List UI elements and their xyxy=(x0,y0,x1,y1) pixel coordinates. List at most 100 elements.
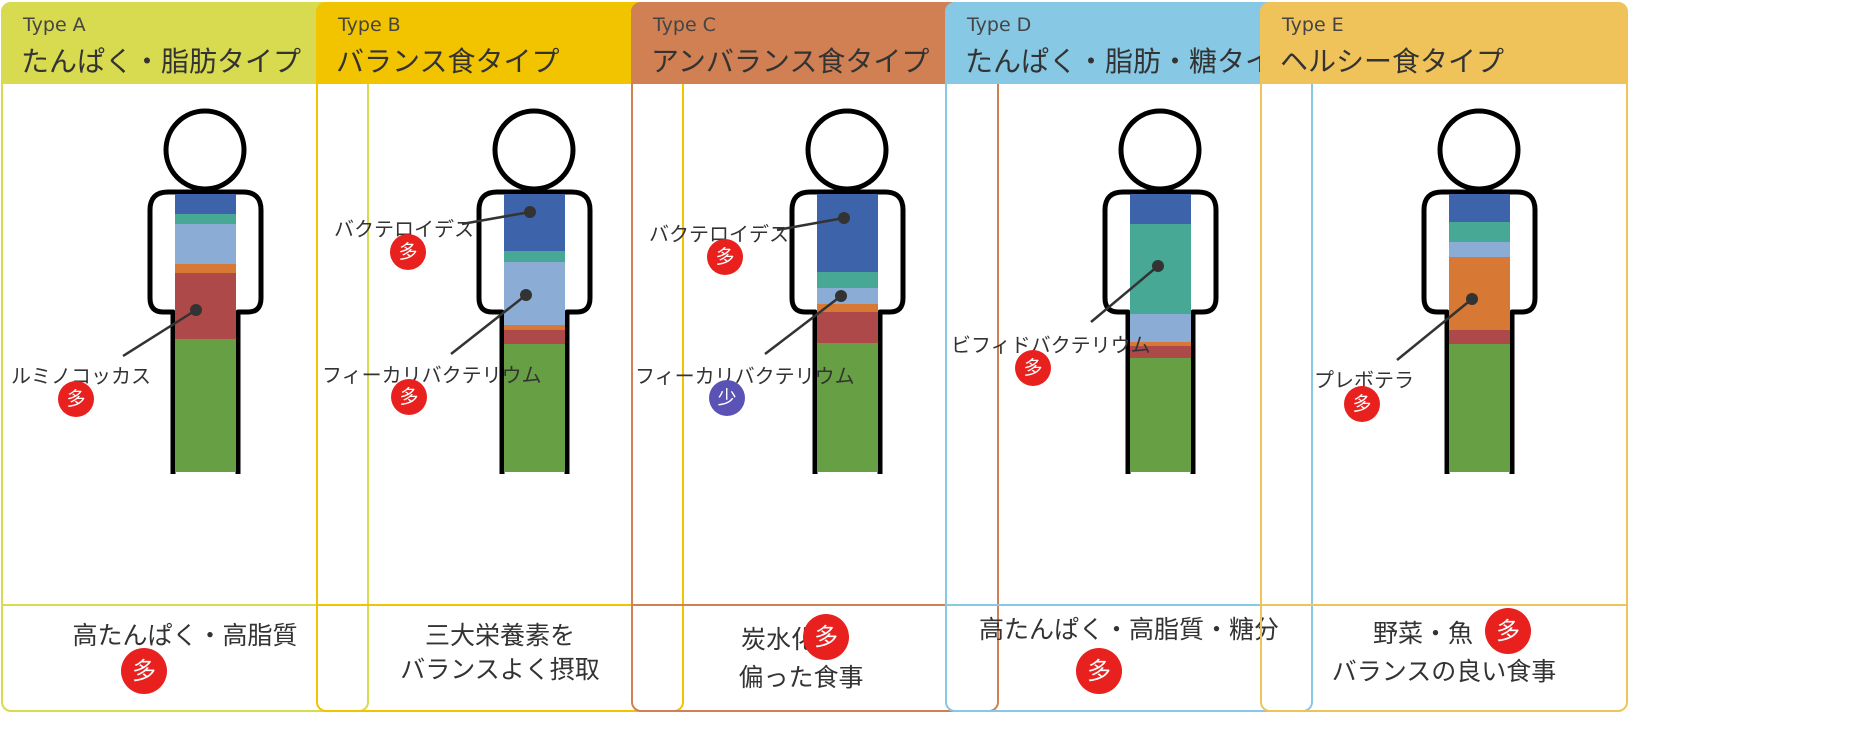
segment-blue xyxy=(1130,194,1191,224)
pointer-dot-2 xyxy=(520,289,532,301)
type-e-summary: 野菜・魚 多 バランスの良い食事 xyxy=(1260,606,1628,710)
type-d-label: Type D xyxy=(967,14,1032,36)
type-b-bacteria-badge-2: 多 xyxy=(391,379,427,415)
type-a-bacteria-badge: 多 xyxy=(58,381,94,417)
pointer-line xyxy=(1090,265,1159,323)
pointer-line xyxy=(122,308,197,358)
segment-red xyxy=(175,273,236,339)
type-c-bacteria-badge-2: 少 xyxy=(709,380,745,416)
type-e-card: Type E ヘルシー食タイプ プレボテラ 多 野菜・魚 多 バランスの良い食事 xyxy=(1260,2,1628,712)
type-b-divider xyxy=(316,604,684,606)
type-a-title: たんぱく・脂肪タイプ xyxy=(21,45,302,78)
type-b-bacteria-badge-1: 多 xyxy=(390,234,426,270)
segment-green xyxy=(1449,344,1510,472)
type-c-bacteria-badge-1: 多 xyxy=(707,239,743,275)
pointer-dot xyxy=(190,304,202,316)
pointer-line-1 xyxy=(776,216,845,232)
type-d-bacteria-label: ビフィドバクテリウム xyxy=(951,333,1151,357)
segment-red xyxy=(1130,346,1191,358)
segment-green xyxy=(1130,358,1191,472)
segment-lightblue xyxy=(817,288,878,304)
head xyxy=(1437,108,1521,192)
type-b-frame xyxy=(316,2,684,712)
type-e-frame xyxy=(1260,2,1628,712)
type-a-header xyxy=(1,2,369,84)
type-c-summary-line2: 偏った食事 xyxy=(738,663,864,692)
type-d-bacteria-badge: 多 xyxy=(1015,350,1051,386)
segment-red xyxy=(1449,330,1510,344)
segment-blue xyxy=(504,194,565,251)
type-d-summary: 高たんぱく・高脂質・糖分 多 xyxy=(945,606,1313,710)
pointer-dot-1 xyxy=(838,212,850,224)
pointer-dot xyxy=(1466,293,1478,305)
segment-orange xyxy=(1130,342,1191,346)
pointer-line xyxy=(1396,298,1473,361)
type-c-summary-line1: 炭水化物 xyxy=(740,625,841,654)
type-d-summary-badge: 多 xyxy=(1076,648,1122,694)
type-b-header xyxy=(316,2,684,84)
type-b-title: バランス食タイプ xyxy=(336,45,560,78)
type-c-frame xyxy=(631,2,999,712)
segment-teal xyxy=(817,272,878,288)
type-c-summary-badge: 多 xyxy=(803,614,849,660)
type-b-label: Type B xyxy=(338,14,401,36)
segment-teal xyxy=(175,214,236,224)
type-b-summary: 三大栄養素を バランスよく摂取 xyxy=(316,606,684,710)
pointer-line-2 xyxy=(764,295,842,355)
type-e-summary-line1: 野菜・魚 xyxy=(1372,619,1473,648)
segment-orange xyxy=(175,264,236,273)
type-a-summary-line1: 高たんぱく・高脂質 xyxy=(72,621,298,650)
segment-green xyxy=(175,339,236,472)
pointer-line-1 xyxy=(461,210,531,226)
type-e-bacteria-badge: 多 xyxy=(1344,386,1380,422)
segment-green xyxy=(504,344,565,472)
type-c-divider xyxy=(631,604,999,606)
type-d-figure xyxy=(1090,108,1219,474)
type-e-divider xyxy=(1260,604,1628,606)
pointer-line-2 xyxy=(450,294,527,355)
type-c-header xyxy=(631,2,999,84)
head xyxy=(805,108,889,192)
type-e-summary-badge: 多 xyxy=(1485,608,1531,654)
type-b-bacteria-label-2: フィーカリバクテリウム xyxy=(322,363,542,387)
type-d-summary-line1: 高たんぱく・高脂質・糖分 xyxy=(978,615,1279,644)
type-a-frame xyxy=(1,2,369,712)
segment-blue xyxy=(175,194,236,214)
type-b-summary-line1: 三大栄養素を xyxy=(424,621,575,650)
pointer-dot-2 xyxy=(835,290,847,302)
type-e-summary-line2: バランスの良い食事 xyxy=(1331,657,1557,686)
type-c-label: Type C xyxy=(653,14,716,36)
segment-blue xyxy=(817,194,878,272)
type-c-card: Type C アンバランス食タイプ バクテロイデス 多 フィーカリバクテリウム … xyxy=(631,2,999,712)
type-a-card: Type A たんぱく・脂肪タイプ ルミノコッカス 多 高たんぱく・高脂質 多 xyxy=(1,2,369,712)
type-d-frame xyxy=(945,2,1313,712)
segment-lightblue xyxy=(504,262,565,325)
type-b-card: Type B バランス食タイプ バクテロイデス 多 フィーカリバクテリウム 多 … xyxy=(316,2,684,712)
segment-lightblue xyxy=(175,224,236,264)
type-c-title: アンバランス食タイプ xyxy=(651,45,930,78)
type-e-title: ヘルシー食タイプ xyxy=(1280,45,1505,78)
type-b-summary-line2: バランスよく摂取 xyxy=(400,655,600,684)
segment-teal xyxy=(1449,222,1510,242)
pointer-dot xyxy=(1152,260,1164,272)
type-a-figure xyxy=(122,108,264,474)
segment-orange xyxy=(817,304,878,312)
type-e-header xyxy=(1260,2,1628,84)
segment-green xyxy=(817,343,878,472)
type-a-summary-badge: 多 xyxy=(121,648,167,694)
pointer-dot-1 xyxy=(524,206,536,218)
type-a-label: Type A xyxy=(23,14,86,36)
segment-teal xyxy=(504,251,565,262)
type-d-header xyxy=(945,2,1313,84)
type-c-figure xyxy=(764,108,906,474)
type-c-summary: 炭水化物 多 偏った食事 xyxy=(631,606,999,710)
segment-red xyxy=(504,330,565,344)
type-d-divider xyxy=(945,604,1313,606)
segment-lightblue xyxy=(1130,314,1191,342)
segment-orange xyxy=(504,325,565,330)
segment-lightblue xyxy=(1449,242,1510,257)
type-a-divider xyxy=(1,604,369,606)
type-d-card: Type D たんぱく・脂肪・糖タイプ ビフィドバクテリウム 多 高たんぱく・高… xyxy=(945,2,1313,712)
type-c-bacteria-label-2: フィーカリバクテリウム xyxy=(635,364,855,388)
head xyxy=(163,108,247,192)
